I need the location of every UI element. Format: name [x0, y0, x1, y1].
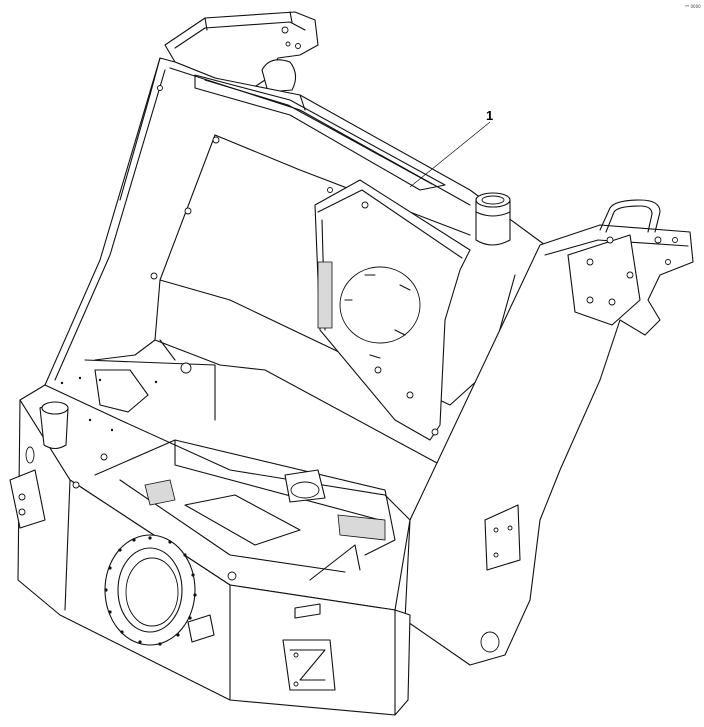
callout-label: 1: [486, 108, 493, 123]
left-side-details: [9, 339, 216, 529]
center-mount-plate: [314, 179, 471, 441]
top-lifting-bracket: [164, 11, 319, 93]
drawing-code: ᵂᴮ 0000: [685, 4, 701, 9]
lower-front-box: [17, 384, 411, 716]
filler-neck: [475, 192, 511, 246]
rivet-row: [60, 376, 158, 432]
right-hinge-plate: [404, 199, 694, 666]
part-callout: 1: [409, 108, 493, 188]
flange-bolts: [104, 536, 197, 646]
